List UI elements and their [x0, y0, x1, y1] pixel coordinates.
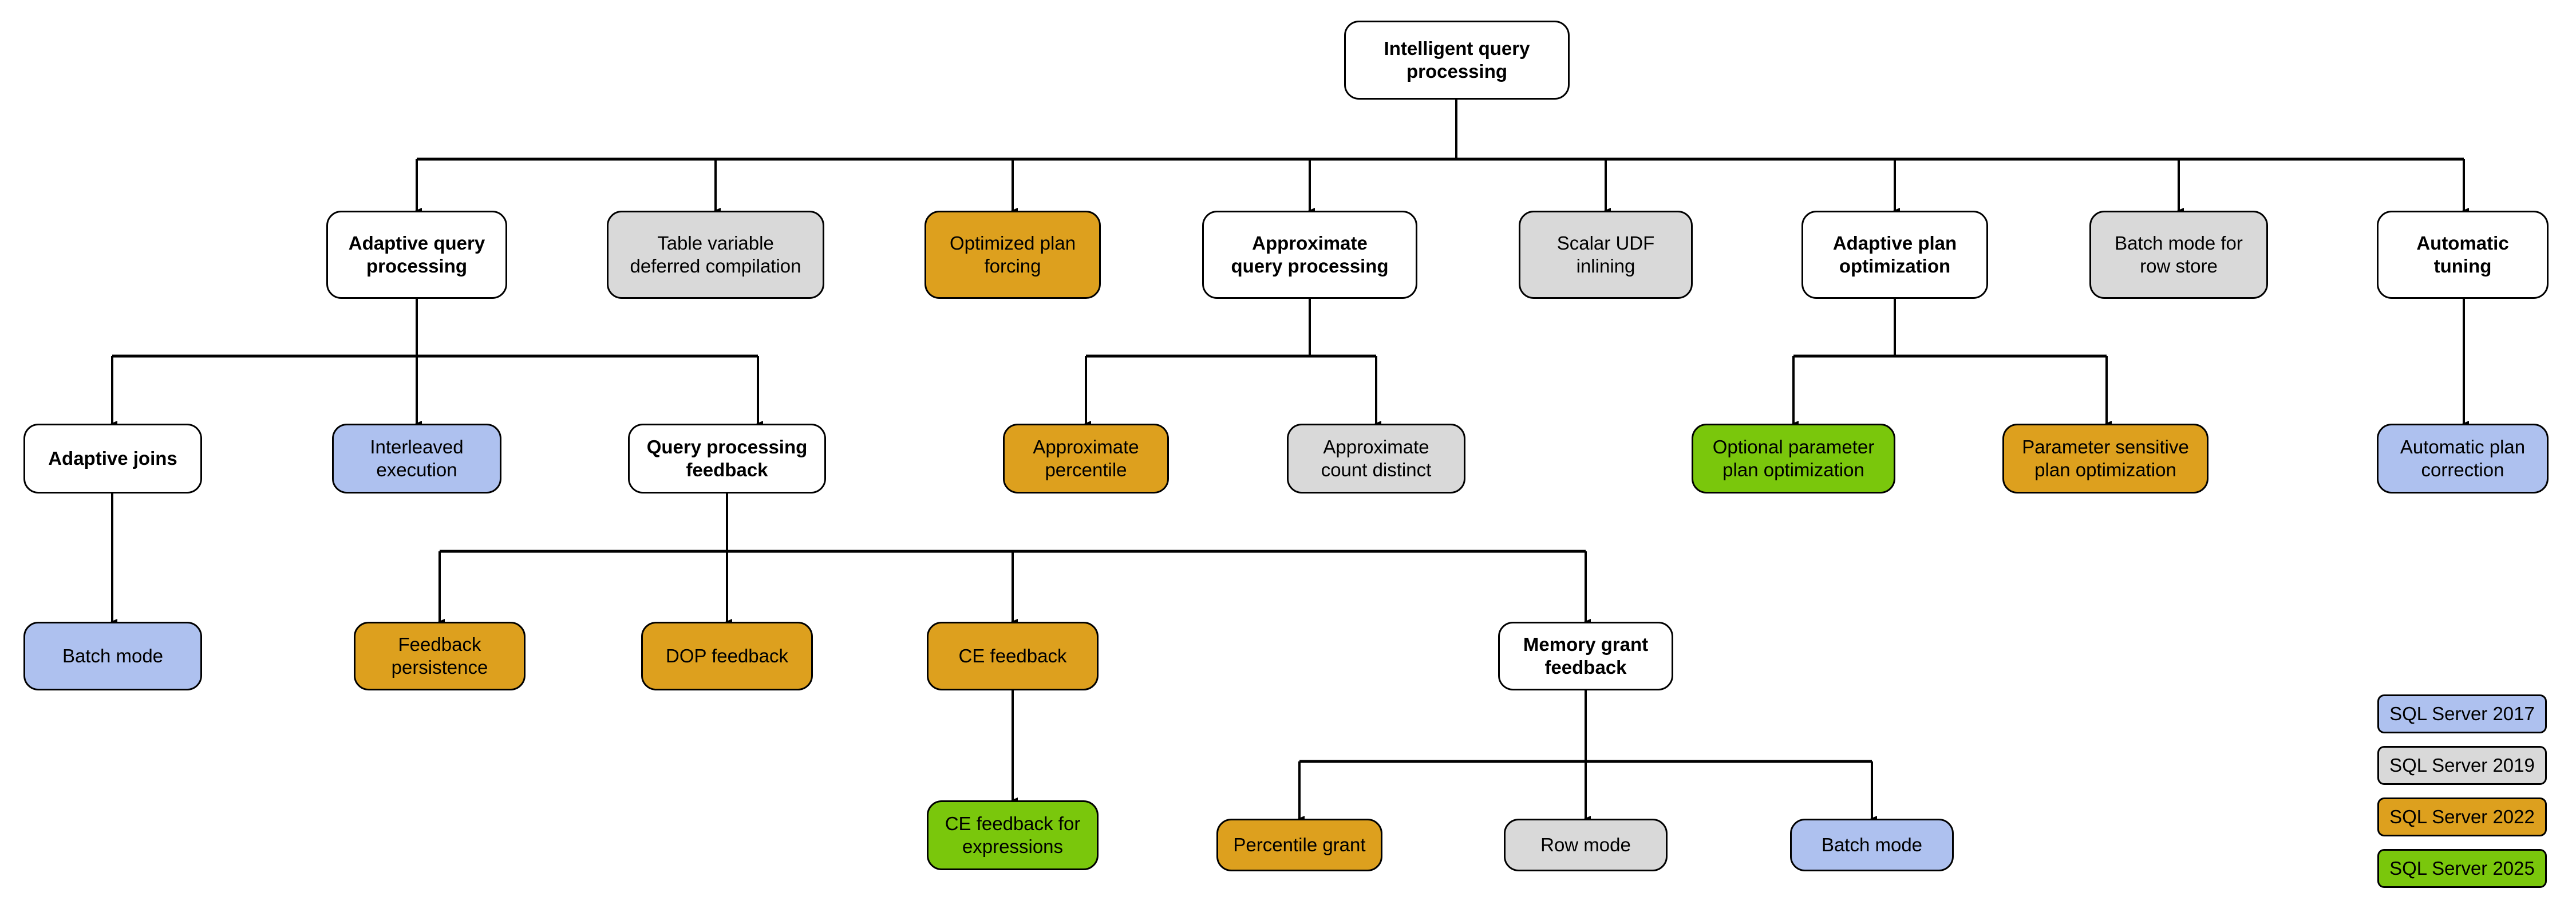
node-approximate-query-processing[interactable]: Approximate query processing [1202, 211, 1417, 299]
node-label: Automatic plan correction [2400, 436, 2526, 480]
node-label: Batch mode for row store [2115, 232, 2243, 277]
node-automatic-plan-correction[interactable]: Automatic plan correction [2377, 424, 2549, 493]
legend-item-sql-server-2017[interactable]: SQL Server 2017 [2377, 694, 2547, 733]
legend-label: SQL Server 2019 [2389, 755, 2535, 776]
legend-label: SQL Server 2025 [2389, 858, 2535, 879]
node-label: Automatic tuning [2416, 232, 2509, 277]
node-label: Feedback persistence [391, 633, 488, 678]
node-label: Row mode [1540, 834, 1631, 855]
node-label: Adaptive joins [48, 447, 177, 469]
node-label: Memory grant feedback [1523, 633, 1649, 678]
node-adaptive-plan-optimization[interactable]: Adaptive plan optimization [1801, 211, 1988, 299]
node-memory-grant-feedback[interactable]: Memory grant feedback [1498, 622, 1673, 690]
node-row-mode[interactable]: Row mode [1504, 819, 1668, 871]
node-scalar-udf-inlining[interactable]: Scalar UDF inlining [1519, 211, 1693, 299]
node-parameter-sensitive-plan-optimization[interactable]: Parameter sensitive plan optimization [2002, 424, 2208, 493]
node-label: Scalar UDF inlining [1556, 232, 1655, 277]
node-label: Batch mode [62, 645, 164, 666]
node-label: Query processing feedback [646, 436, 808, 480]
node-approximate-percentile[interactable]: Approximate percentile [1003, 424, 1169, 493]
node-ce-feedback-for-expressions[interactable]: CE feedback for expressions [927, 800, 1099, 870]
node-label: Parameter sensitive plan optimization [2022, 436, 2189, 480]
node-label: Adaptive query processing [348, 232, 485, 277]
node-table-variable-deferred-compilation[interactable]: Table variable deferred compilation [607, 211, 824, 299]
legend-item-sql-server-2019[interactable]: SQL Server 2019 [2377, 746, 2547, 785]
node-intelligent-query-processing[interactable]: Intelligent query processing [1344, 21, 1570, 100]
node-label: Optional parameter plan optimization [1712, 436, 1875, 480]
node-label: Batch mode [1821, 834, 1923, 855]
node-ce-feedback[interactable]: CE feedback [927, 622, 1099, 690]
node-label: DOP feedback [665, 645, 789, 666]
legend-item-sql-server-2025[interactable]: SQL Server 2025 [2377, 849, 2547, 888]
legend-label: SQL Server 2017 [2389, 703, 2535, 724]
node-label: Interleaved execution [370, 436, 464, 480]
node-label: Adaptive plan optimization [1832, 232, 1957, 277]
node-label: Approximate count distinct [1321, 436, 1432, 480]
node-label: Percentile grant [1233, 834, 1366, 855]
node-label: Intelligent query processing [1384, 37, 1530, 82]
node-interleaved-execution[interactable]: Interleaved execution [332, 424, 501, 493]
node-percentile-grant[interactable]: Percentile grant [1216, 819, 1382, 871]
node-label: CE feedback [958, 645, 1067, 666]
node-adaptive-query-processing[interactable]: Adaptive query processing [326, 211, 507, 299]
legend-label: SQL Server 2022 [2389, 806, 2535, 827]
node-label: CE feedback for expressions [945, 812, 1081, 857]
node-automatic-tuning[interactable]: Automatic tuning [2377, 211, 2549, 299]
node-query-processing-feedback[interactable]: Query processing feedback [628, 424, 826, 493]
node-optional-parameter-plan-optimization[interactable]: Optional parameter plan optimization [1692, 424, 1895, 493]
node-dop-feedback[interactable]: DOP feedback [641, 622, 813, 690]
node-batch-mode-for-row-store[interactable]: Batch mode for row store [2089, 211, 2268, 299]
node-adaptive-joins[interactable]: Adaptive joins [23, 424, 202, 493]
legend-item-sql-server-2022[interactable]: SQL Server 2022 [2377, 797, 2547, 836]
node-feedback-persistence[interactable]: Feedback persistence [354, 622, 526, 690]
node-label: Table variable deferred compilation [630, 232, 801, 277]
node-optimized-plan-forcing[interactable]: Optimized plan forcing [924, 211, 1101, 299]
node-label: Approximate query processing [1231, 232, 1389, 277]
node-label: Approximate percentile [1033, 436, 1139, 480]
node-label: Optimized plan forcing [949, 232, 1076, 277]
node-approximate-count-distinct[interactable]: Approximate count distinct [1287, 424, 1465, 493]
node-batch-mode-memory-grant[interactable]: Batch mode [1790, 819, 1954, 871]
node-batch-mode-adaptive-joins[interactable]: Batch mode [23, 622, 202, 690]
